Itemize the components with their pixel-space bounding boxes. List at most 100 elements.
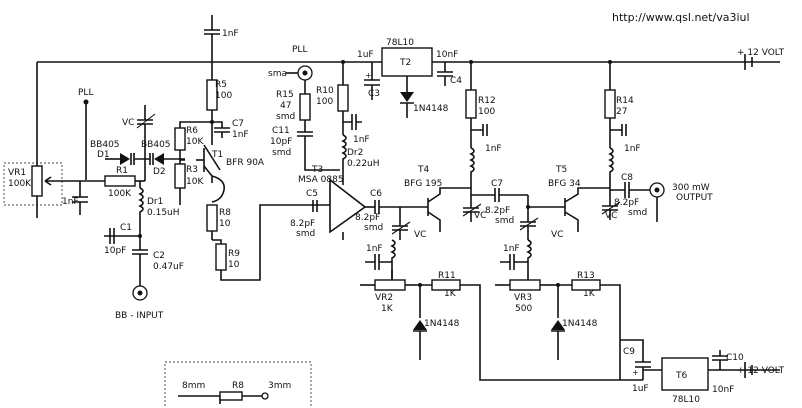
- component-legend-box: [164, 361, 312, 408]
- vc-t5-out-label: VC: [605, 211, 617, 221]
- r9-value: 10: [228, 260, 240, 270]
- output-power-label: 300 mW: [672, 183, 710, 193]
- c10-value: 10nF: [712, 385, 734, 395]
- d2-name: D2: [153, 167, 166, 177]
- vc-trimmer-left: [136, 105, 156, 181]
- vr2-name: VR2: [375, 293, 393, 303]
- r1-resistor: [104, 175, 145, 187]
- vc-left-label: VC: [122, 118, 134, 128]
- t5-bias-choke: [526, 239, 532, 282]
- c7-value: 1nF: [232, 130, 249, 140]
- r15-resistor: [299, 80, 311, 132]
- oscillator-supply-line: [204, 15, 220, 80]
- r8-resistor: [206, 204, 218, 240]
- r14-name: R14: [616, 96, 634, 106]
- c5-name: C5: [306, 189, 318, 199]
- r15-smd: smd: [276, 112, 295, 122]
- t2-regulator: [381, 47, 433, 92]
- sma-connector[interactable]: [286, 65, 313, 81]
- pll-left-node: [83, 99, 89, 180]
- d2-varactor: [145, 153, 185, 165]
- vr3-value: 500: [515, 304, 532, 314]
- t5-collector-choke: [608, 147, 614, 190]
- vr1-potentiometer: [3, 62, 105, 218]
- d1-name: D1: [97, 150, 110, 160]
- r8-name: R8: [219, 208, 231, 218]
- dr1-value: 0.15uH: [147, 208, 180, 218]
- dr1-name: Dr1: [147, 197, 163, 207]
- legend-r8: R8: [232, 381, 244, 391]
- bb-input-connector[interactable]: [132, 285, 148, 301]
- vc-trimmer-t5-in: [519, 195, 539, 240]
- r12-cap-value: 1nF: [485, 144, 502, 154]
- output-connector[interactable]: [649, 182, 665, 222]
- c2-capacitor: [132, 225, 148, 286]
- r11-resistor: [415, 279, 620, 381]
- t4-collector-choke: [469, 147, 475, 195]
- r12-decoupling-cap: [471, 124, 488, 136]
- c11-smd: smd: [272, 148, 291, 158]
- r3-resistor: [174, 160, 186, 205]
- t5-type: BFG 34: [548, 179, 581, 189]
- plus12-bottom-label: + 12 VOLT: [737, 366, 785, 376]
- c8-value: 8.2pF: [614, 198, 639, 208]
- d1-varactor: [105, 153, 145, 165]
- c3-name: C3: [368, 89, 380, 99]
- plus12-bottom-terminal: [744, 362, 753, 378]
- r1-value: 100K: [108, 189, 132, 199]
- r5-name: R5: [215, 80, 227, 90]
- r13-value: 1K: [583, 289, 596, 299]
- t4-bias-choke: [390, 239, 396, 282]
- c10-capacitor: [712, 350, 728, 370]
- r9-resistor: [212, 204, 330, 281]
- vc-trimmer-t5-out: [601, 190, 621, 220]
- r10-value: 100: [316, 97, 333, 107]
- dr1-inductor: [138, 181, 144, 225]
- t3-amplifier: [329, 178, 375, 240]
- c10-name: C10: [726, 353, 744, 363]
- vr3-potentiometer: [495, 279, 555, 291]
- c6-capacitor: [374, 200, 400, 214]
- r11-value: 1K: [444, 289, 457, 299]
- diode-1n4148-mid2: [551, 285, 565, 360]
- r10-decoupling-cap: [343, 114, 362, 130]
- c7b-capacitor: [471, 188, 528, 202]
- c3-top-value: 1uF: [357, 50, 374, 60]
- vc-t4-out-label: VC: [474, 211, 486, 221]
- d2-type: BB405: [141, 140, 171, 150]
- output-label: OUTPUT: [676, 193, 713, 203]
- source-url: http://www.qsl.net/va3iul: [612, 11, 750, 24]
- r1-name: R1: [116, 166, 128, 176]
- c4-name: C4: [450, 76, 462, 86]
- c1-capacitor: [104, 228, 140, 244]
- r10-name: R10: [316, 86, 334, 96]
- dr2-inductor: [341, 134, 347, 178]
- svg-text:+: +: [365, 71, 372, 80]
- sma-label: sma: [268, 69, 287, 79]
- emitter-loop: [211, 175, 226, 203]
- r10-resistor: [337, 60, 349, 135]
- vc-trimmer-t4-out: [462, 195, 482, 222]
- diode-1n4148-mid1: [413, 285, 427, 360]
- t4-transistor: [400, 187, 471, 232]
- c8-capacitor: [610, 182, 650, 198]
- vr1-name: VR1: [8, 168, 26, 178]
- c7b-name: C7: [491, 179, 503, 189]
- t5-bias-cap-value: 1nF: [503, 244, 520, 254]
- r12-name: R12: [478, 96, 496, 106]
- d1-type: BB405: [90, 140, 120, 150]
- r6-name: R6: [186, 126, 198, 136]
- dr2-value: 0.22uH: [347, 159, 380, 169]
- r14-value: 27: [616, 107, 627, 117]
- t4-type: BFG 195: [404, 179, 442, 189]
- c5-capacitor: [312, 200, 318, 212]
- vr2-value: 1K: [381, 304, 394, 314]
- c7-capacitor: [212, 121, 230, 138]
- zener-1n4148-top: [400, 92, 414, 118]
- legend-8mm: 8mm: [182, 381, 205, 391]
- vr1-value: 100K: [8, 179, 32, 189]
- r15-value: 47: [280, 101, 291, 111]
- vr3-name: VR3: [514, 293, 532, 303]
- vc-trimmer-t4-in: [391, 207, 411, 240]
- pll-rail-label: PLL: [292, 45, 307, 55]
